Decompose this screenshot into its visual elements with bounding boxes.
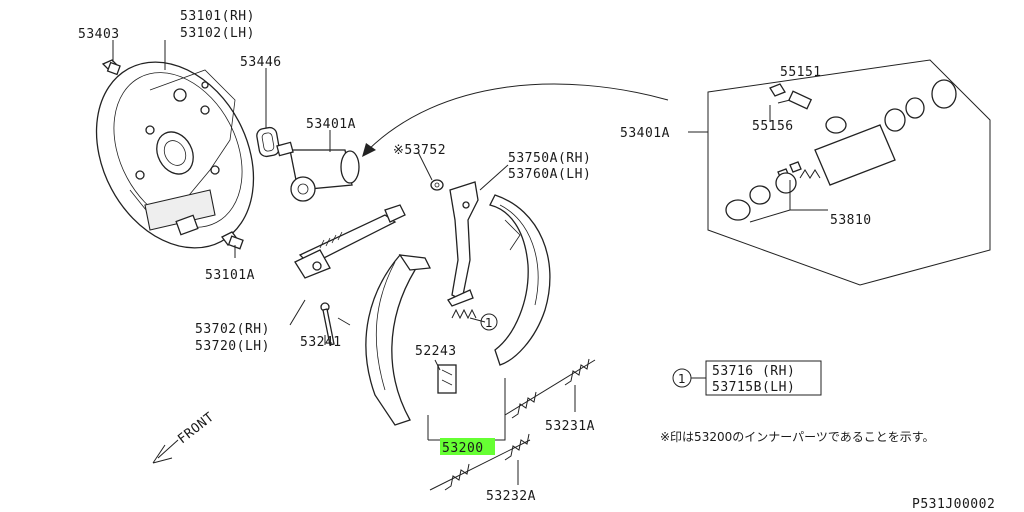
diagram-id: P531J00002 <box>912 497 995 512</box>
label-53101a[interactable]: 53101A <box>205 268 255 283</box>
adjuster-53702-drawing <box>294 204 406 279</box>
label-53750a-rh[interactable]: 53750A(RH) <box>508 151 591 166</box>
gasket-53446-drawing <box>256 126 280 158</box>
spring-53231a-drawing <box>504 358 596 419</box>
legend-53716-rh[interactable]: 53716 (RH) <box>712 364 795 379</box>
lever-53750a-drawing <box>447 181 479 307</box>
label-52243[interactable]: 52243 <box>415 344 457 359</box>
spring-53232a-drawing <box>429 433 531 491</box>
label-53200[interactable]: 53200 <box>442 441 484 456</box>
label-53401a-detail[interactable]: 53401A <box>620 126 670 141</box>
label-53810[interactable]: 53810 <box>830 213 872 228</box>
small-spring-drawing <box>451 308 477 320</box>
wheel-cylinder-53401a-drawing <box>276 141 360 202</box>
front-indicator: FRONT <box>152 410 217 464</box>
label-53232a[interactable]: 53232A <box>486 489 536 504</box>
label-53702-rh[interactable]: 53702(RH) <box>195 322 270 337</box>
label-53401a[interactable]: 53401A <box>306 117 356 132</box>
callout-1-label: 1 <box>485 316 493 330</box>
brake-shoe-left-drawing <box>365 254 432 426</box>
brake-shoe-right-drawing <box>489 194 551 366</box>
callout-1-parts: 1 <box>480 313 498 331</box>
pin-53241-drawing <box>320 302 351 346</box>
label-53446[interactable]: 53446 <box>240 55 282 70</box>
label-53720-lh[interactable]: 53720(LH) <box>195 339 270 354</box>
clip-52243-drawing <box>437 364 457 394</box>
backing-plate-drawing <box>95 61 255 249</box>
washer-53752-drawing <box>430 179 444 191</box>
bolt-53403-drawing <box>101 59 121 76</box>
legend-53715b-lh[interactable]: 53715B(LH) <box>712 380 795 395</box>
label-53231a[interactable]: 53231A <box>545 419 595 434</box>
detail-box <box>688 59 991 286</box>
label-55151[interactable]: 55151 <box>780 65 822 80</box>
label-55156[interactable]: 55156 <box>752 119 794 134</box>
label-53752[interactable]: ※53752 <box>393 143 446 158</box>
label-53403[interactable]: 53403 <box>78 27 120 42</box>
label-53101-rh[interactable]: 53101(RH) <box>180 9 255 24</box>
label-53241[interactable]: 53241 <box>300 335 342 350</box>
legend: 1 53716 (RH) 53715B(LH) <box>672 360 822 396</box>
inner-parts-note: ※印は53200のインナーパーツであることを示す。 <box>660 430 935 444</box>
highlight-53200 <box>440 438 495 455</box>
front-label: FRONT <box>175 410 217 447</box>
legend-callout-1: 1 <box>678 372 686 386</box>
detail-cylinder-drawing <box>725 79 957 221</box>
label-53102-lh[interactable]: 53102(LH) <box>180 26 255 41</box>
label-53760a-lh[interactable]: 53760A(LH) <box>508 167 591 182</box>
bleeder-screw-drawing <box>769 83 813 110</box>
bolt-53101a-drawing <box>221 231 244 250</box>
detail-arrow <box>362 83 669 157</box>
